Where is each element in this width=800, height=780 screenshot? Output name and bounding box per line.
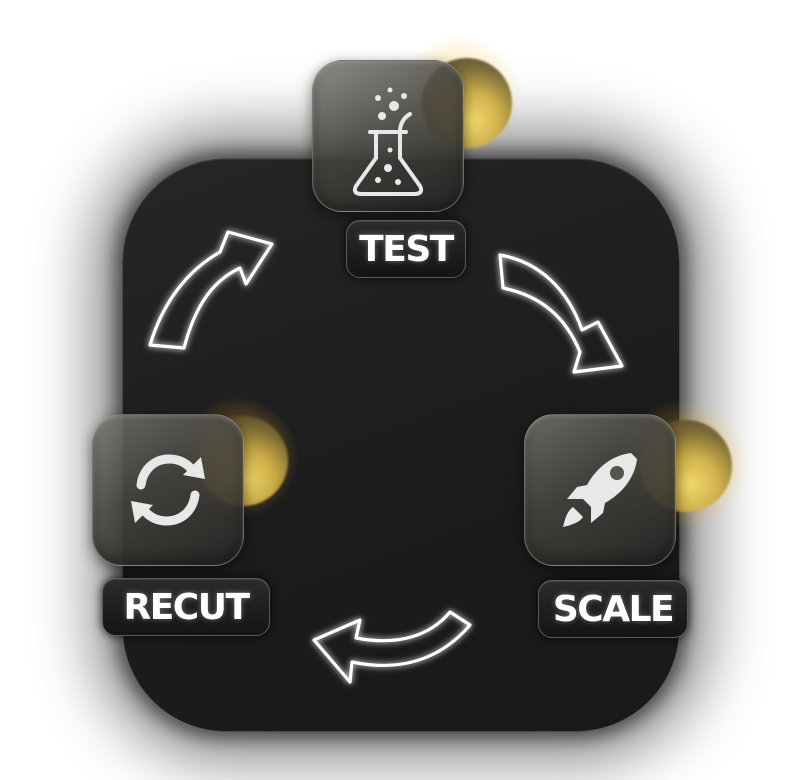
step-label-recut: RECUT (102, 578, 270, 636)
refresh-icon (125, 447, 211, 533)
scale-tile (524, 414, 676, 566)
step-scale (510, 400, 750, 580)
flask-icon (342, 76, 434, 196)
step-label-scale: SCALE (538, 580, 688, 638)
recut-tile (92, 414, 244, 566)
step-recut (80, 398, 310, 578)
step-label-test: TEST (346, 220, 466, 278)
test-tile (312, 60, 464, 212)
step-test (300, 36, 530, 216)
rocket-icon (555, 445, 645, 535)
